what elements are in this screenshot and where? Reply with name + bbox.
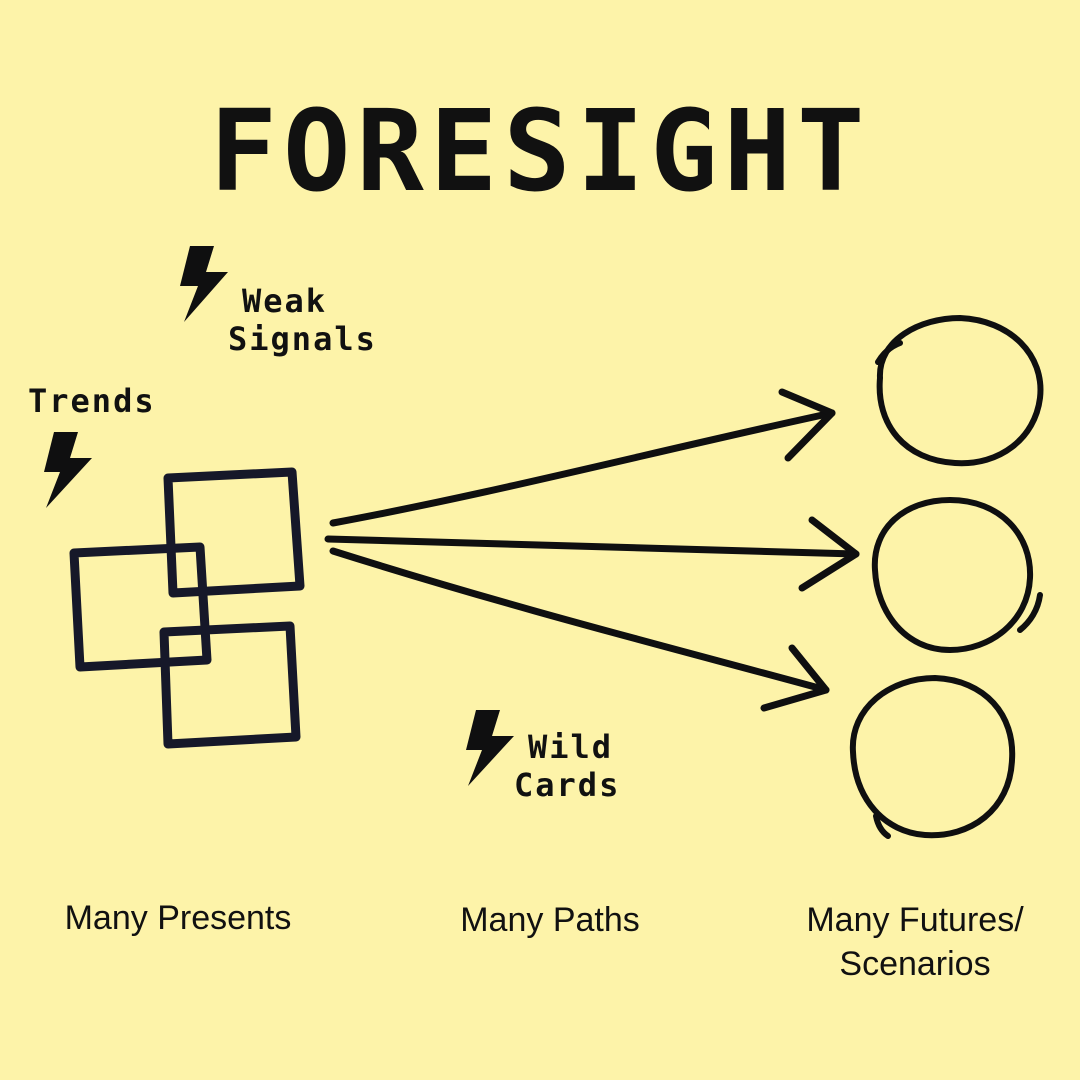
label-signals-line: Signals xyxy=(228,320,377,358)
caption-scenarios-line: Scenarios xyxy=(839,945,991,983)
caption-many-paths: Many Paths xyxy=(460,901,640,939)
arrow-middle xyxy=(324,535,860,558)
arrow-lower xyxy=(329,547,830,694)
present-boxes xyxy=(69,467,305,749)
label-weak-signals: Weak Signals xyxy=(228,282,386,358)
present-box-bottom xyxy=(159,621,301,749)
future-circles xyxy=(849,314,1044,839)
future-circle-bottom-tail xyxy=(873,813,891,839)
arrow-lower-head xyxy=(760,644,830,712)
future-circle-middle-tail xyxy=(1017,592,1043,633)
caption-futures-line: Many Futures/ xyxy=(806,901,1024,939)
present-box-top xyxy=(163,467,305,598)
label-weak-line: Weak xyxy=(242,282,328,320)
future-circle-top-tail xyxy=(875,340,903,365)
label-cards-line: Cards xyxy=(514,766,621,804)
path-arrows xyxy=(324,388,860,712)
lightning-bolt-icon xyxy=(466,710,514,786)
caption-many-futures: Many Futures/ Scenarios xyxy=(760,898,1070,986)
future-circle-top xyxy=(876,314,1044,467)
caption-many-presents: Many Presents xyxy=(64,899,292,937)
lightning-bolt-icon xyxy=(44,432,92,508)
arrow-upper-head xyxy=(778,388,836,462)
diagram-title: FORESIGHT xyxy=(209,87,871,217)
label-wild-line: Wild xyxy=(528,728,614,766)
arrow-middle-head xyxy=(798,516,860,592)
arrow-upper xyxy=(329,409,836,527)
label-wild-cards: Wild Cards xyxy=(514,728,644,804)
lightning-bolt-icon xyxy=(180,246,228,322)
present-box-left xyxy=(69,542,212,672)
future-circle-middle xyxy=(871,496,1034,654)
label-trends: Trends xyxy=(28,382,156,420)
future-circle-bottom xyxy=(849,674,1016,839)
